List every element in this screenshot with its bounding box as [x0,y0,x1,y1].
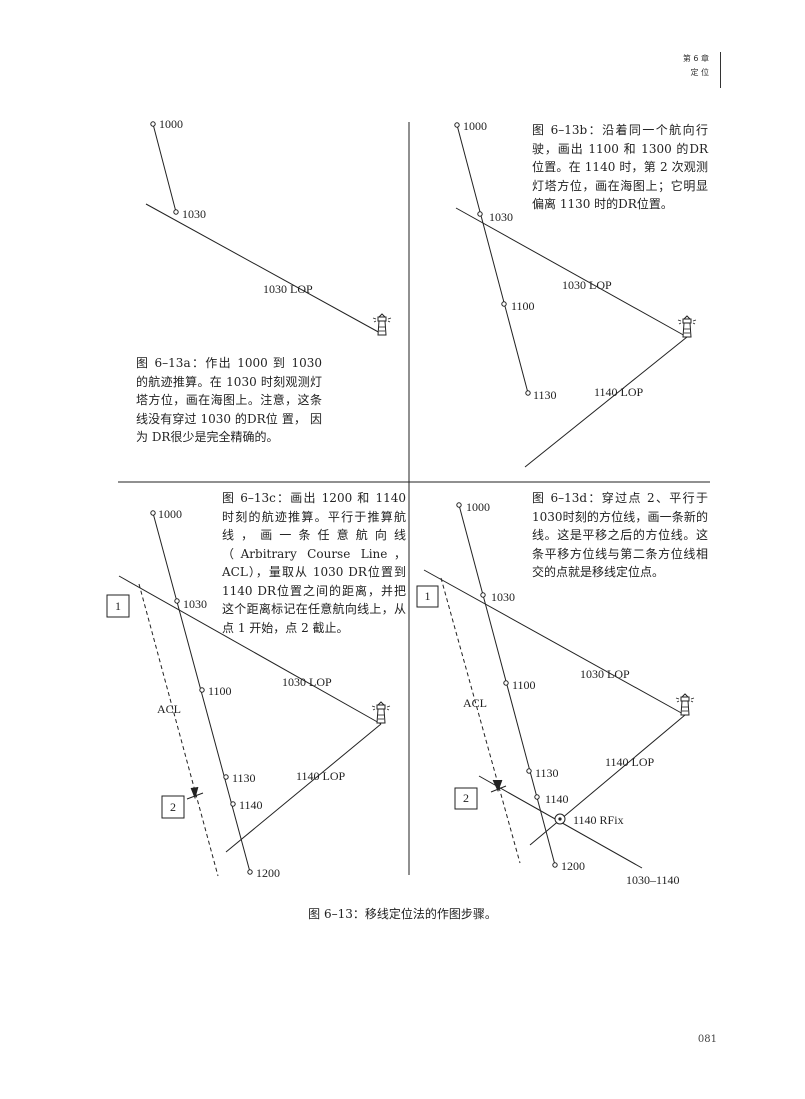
panel-b-diagram: 1000 1030 1100 1130 1030 LOP 1140 LOP [454,119,697,468]
point-2-label: 2 [170,800,176,814]
chapter-title: 定 位 [690,68,709,77]
label-1140-rfix: 1140 RFix [573,813,624,827]
panel-c-diagram: 1 2 1000 1030 1100 1130 1140 1200 1030 L… [106,507,391,880]
dr-point-1130 [526,768,532,774]
dr-point-1000 [454,122,460,128]
header-rule [720,52,721,88]
lop-1140 [225,723,382,853]
point-1-label: 1 [425,589,431,603]
dr-point-1140 [534,794,540,800]
label-1130: 1130 [535,766,559,780]
chapter-number: 第 6 章 [682,54,709,63]
label-1030: 1030 [489,210,513,224]
acl-arrow-icon [190,786,199,800]
dr-point-1030 [174,598,180,604]
lop-1030 [455,207,688,338]
label-1140-lop: 1140 LOP [605,755,655,769]
point-1-label: 1 [115,599,121,613]
lop-1030 [423,569,686,716]
caption-6-13d: 图 6–13d：穿过点 2、平行于1030时刻的方位线，画一条新的线。这是平移之… [532,491,708,579]
label-1140: 1140 [239,798,263,812]
panel-a-diagram: 1000 1030 1030 LOP [145,117,392,336]
point-2-box [161,795,185,819]
label-1200: 1200 [561,859,585,873]
acl-line [138,583,219,877]
label-1030-1140: 1030–1140 [626,873,680,887]
dr-point-1100 [199,687,205,693]
dr-point-1200 [247,869,253,875]
label-1030-lop: 1030 LOP [562,278,612,292]
chapter-header: 第 6 章 定 位 [683,52,709,80]
label-1100: 1100 [511,299,535,313]
dr-point-1030 [477,211,483,217]
acl-arrow-icon [492,779,503,793]
label-acl: ACL [157,702,181,716]
dr-point-1000 [150,121,156,127]
dr-point-1100 [503,680,509,686]
figure-caption: 图 6–13：移线定位法的作图步骤。 [308,907,497,921]
label-1100: 1100 [208,684,232,698]
point-1-box [106,594,130,618]
label-1000: 1000 [158,507,182,521]
dr-point-1000 [150,510,156,516]
label-1030: 1030 [182,207,206,221]
dr-point-1130 [223,774,229,780]
dr-point-1030 [173,209,179,215]
caption-6-13b: 图 6–13b：沿着同一个航向行驶，画出 1100 和 1300 的DR位置。在… [532,123,708,211]
label-1140: 1140 [545,792,569,806]
lighthouse-icon [371,701,391,724]
lighthouse-icon [372,313,392,336]
dr-point-1140 [230,801,236,807]
dr-point-1030 [480,592,486,598]
label-1030-lop: 1030 LOP [282,675,332,689]
label-acl: ACL [463,696,487,710]
rfix-center-dot [558,817,562,821]
label-1130: 1130 [533,388,557,402]
label-1140-lop: 1140 LOP [296,769,346,783]
label-1100: 1100 [512,678,536,692]
label-1030: 1030 [183,597,207,611]
label-1000: 1000 [159,117,183,131]
acl-mark-point-2 [490,785,507,793]
lop-1030 [145,203,383,335]
label-1200: 1200 [256,866,280,880]
page-number: 081 [697,1034,717,1045]
panel-d-diagram: 1 2 1000 1030 1100 1130 1140 1200 1030 L… [416,500,695,887]
label-1030: 1030 [491,590,515,604]
point-2-label: 2 [463,791,469,805]
lop-1140 [524,336,688,468]
dr-point-1130 [525,390,531,396]
point-2-box [454,787,478,810]
dr-point-1100 [501,301,507,307]
dr-point-1200 [552,862,558,868]
lop-1030 [118,575,382,725]
caption-6-13a: 图 6–13a：作出 1000 到 1030 的航迹推算。在 1030 时刻观测… [136,356,322,444]
label-1030-lop: 1030 LOP [263,282,313,296]
dr-track [456,124,529,394]
acl-mark-point-2 [186,792,204,800]
label-1000: 1000 [466,500,490,514]
lop-1140 [529,714,686,846]
acl-line [440,577,521,864]
label-1000: 1000 [463,119,487,133]
label-1030-lop: 1030 LOP [580,667,630,681]
dr-point-1000 [456,502,462,508]
label-1130: 1130 [232,771,256,785]
label-1140-lop: 1140 LOP [594,385,644,399]
dr-track [152,123,177,213]
point-1-box [416,585,439,608]
caption-6-13c: 图 6–13c：画出 1200 和 1140 时刻的航迹推算。平行于推算航线，画… [222,491,406,635]
